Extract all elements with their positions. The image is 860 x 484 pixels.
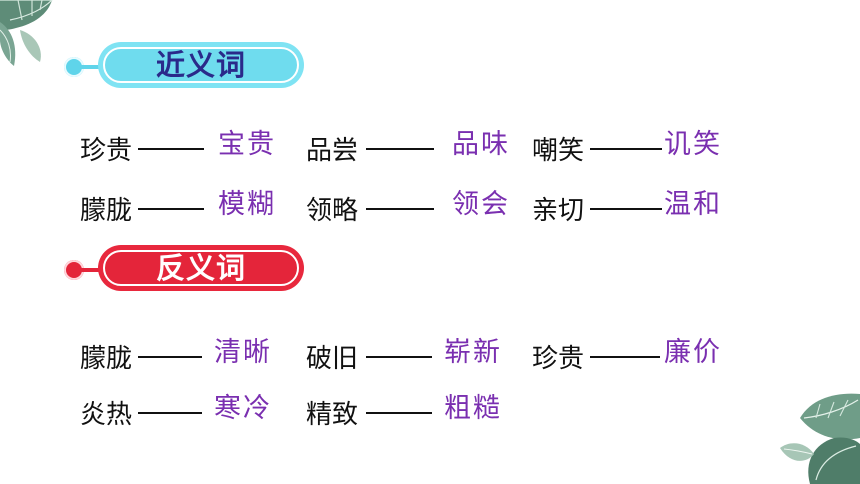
answer: 模糊: [218, 189, 276, 220]
answer: 粗糙: [444, 393, 502, 424]
synonym-pair: 嘲笑 讥笑: [532, 122, 752, 166]
word: 破旧: [306, 344, 359, 374]
word: 珍贵: [532, 344, 585, 374]
dash: [138, 412, 202, 414]
synonym-pair: 领略 领会: [306, 182, 526, 226]
word: 嘲笑: [532, 136, 585, 166]
antonym-pair: 精致 粗糙: [306, 386, 526, 430]
answer: 宝贵: [218, 129, 276, 160]
tropical-leaf-icon: [780, 393, 860, 484]
synonym-section-badge: 近义词: [64, 42, 306, 92]
badge-connector: [80, 268, 102, 272]
dash: [138, 208, 204, 210]
badge-dot: [64, 57, 84, 77]
antonym-pair: 珍贵 廉价: [532, 330, 752, 374]
dash: [366, 356, 432, 358]
answer: 讥笑: [664, 129, 722, 160]
synonym-pair: 品尝 品味: [306, 122, 526, 166]
answer: 清晰: [214, 337, 272, 368]
antonym-section-title: 反义词: [155, 251, 246, 285]
dash: [590, 356, 660, 358]
answer: 廉价: [664, 337, 722, 368]
answer: 寒冷: [214, 393, 272, 424]
badge-connector: [80, 65, 102, 69]
dash: [366, 148, 434, 150]
synonym-pair: 亲切 温和: [532, 182, 752, 226]
antonym-pair: 破旧 崭新: [306, 330, 526, 374]
answer: 品味: [452, 129, 510, 160]
word: 亲切: [532, 196, 585, 226]
dash: [138, 148, 204, 150]
answer: 崭新: [444, 337, 502, 368]
antonym-pair: 炎热 寒冷: [80, 386, 300, 430]
badge-dot: [64, 260, 84, 280]
tropical-leaf-icon: [0, 0, 53, 66]
synonym-section-title: 近义词: [155, 48, 246, 82]
dash: [590, 148, 662, 150]
word: 品尝: [306, 136, 359, 166]
answer: 温和: [664, 189, 722, 220]
synonym-pair: 珍贵 宝贵: [80, 122, 300, 166]
dash: [366, 208, 434, 210]
badge-pill: 反义词: [98, 245, 304, 291]
word: 朦胧: [80, 196, 133, 226]
badge-pill: 近义词: [98, 42, 304, 88]
word: 精致: [306, 400, 359, 430]
dash: [590, 208, 662, 210]
word: 炎热: [80, 400, 133, 430]
antonym-pair: 朦胧 清晰: [80, 330, 300, 374]
antonym-section-badge: 反义词: [64, 245, 306, 295]
synonym-pair: 朦胧 模糊: [80, 182, 300, 226]
word: 朦胧: [80, 344, 133, 374]
dash: [366, 412, 432, 414]
word: 领略: [306, 196, 359, 226]
answer: 领会: [452, 189, 510, 220]
word: 珍贵: [80, 136, 133, 166]
dash: [138, 356, 202, 358]
